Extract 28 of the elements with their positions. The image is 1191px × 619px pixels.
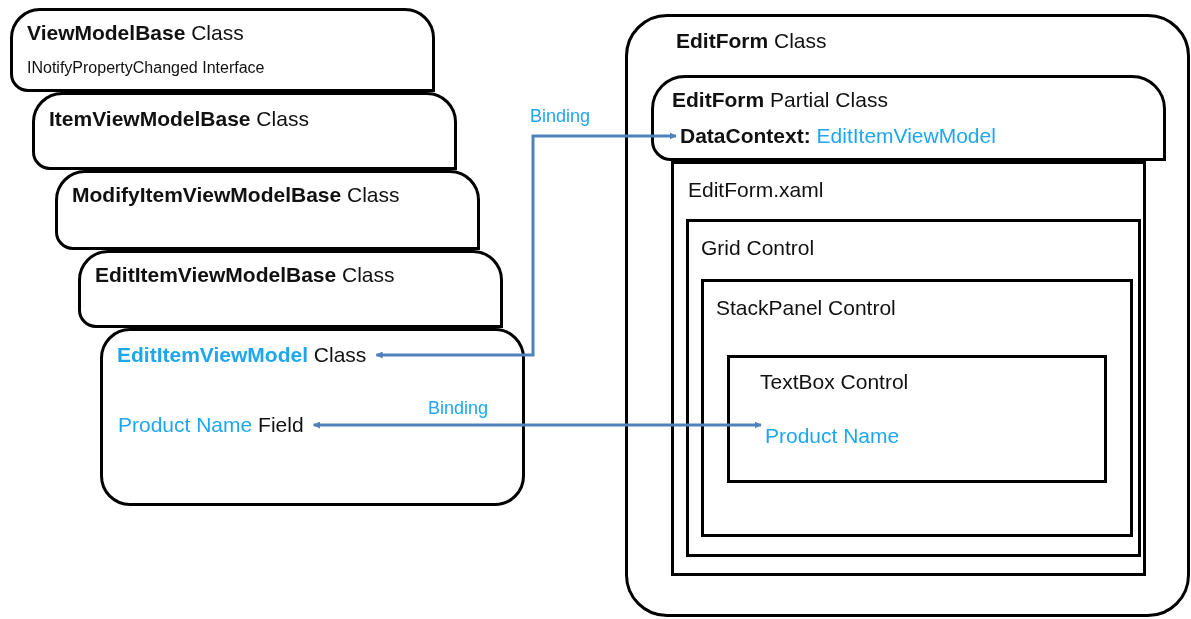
field-text: Product Name [765,424,900,448]
control-box [727,355,1107,483]
class-box [10,8,435,92]
binding-arrow [312,421,762,429]
class-box [100,328,525,506]
box-title: ItemViewModelBase Class [49,107,309,131]
binding-arrow [375,132,677,359]
class-box [32,92,457,170]
box-title: EditForm Partial Class [672,88,888,112]
class-box [78,250,503,328]
box-title: StackPanel Control [716,296,896,320]
control-box [671,161,1146,576]
box-title: Grid Control [701,236,815,260]
control-box [701,279,1133,537]
class-box [625,14,1190,617]
box-title: TextBox Control [760,370,909,394]
field-text: DataContext: EditItemViewModel [680,124,996,148]
box-title: EditForm.xaml [688,178,824,202]
control-box [686,219,1141,557]
field-text: Product Name Field [118,413,304,437]
box-title: EditForm Class [676,29,827,53]
class-box [651,75,1166,161]
box-title: ModifyItemViewModelBase Class [72,183,400,207]
box-subtitle: INotifyPropertyChanged Interface [27,59,265,77]
box-title: EditItemViewModel Class [117,343,367,367]
box-title: EditItemViewModelBase Class [95,263,395,287]
box-title: ViewModelBase Class [27,21,244,45]
class-box [55,170,480,250]
